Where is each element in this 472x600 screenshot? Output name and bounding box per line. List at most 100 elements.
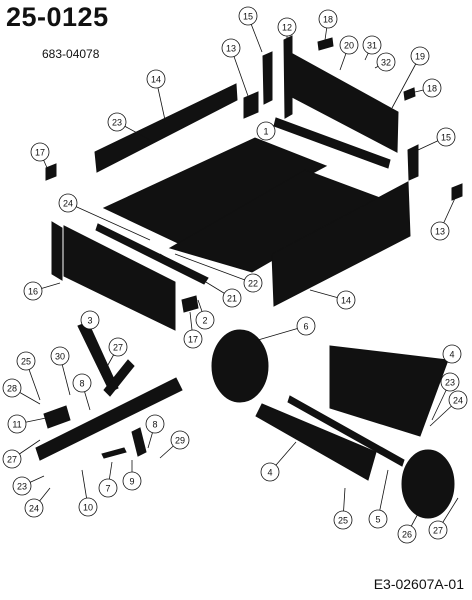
- callout-label: 23: [112, 118, 122, 128]
- callout-c23c: 23: [12, 475, 45, 496]
- callout-c8b: 8: [145, 414, 165, 449]
- callout-c1: 1: [256, 121, 276, 141]
- callout-bubble: [146, 69, 166, 89]
- callout-c14a: 14: [146, 69, 166, 121]
- callout-label: 4: [449, 350, 454, 360]
- callout-c14b: 14: [309, 289, 356, 310]
- corner-post: [262, 51, 273, 105]
- floor-board: [102, 137, 328, 245]
- callout-bubble: [256, 121, 276, 141]
- callout-label: 21: [227, 294, 237, 304]
- callout-bubble: [440, 372, 460, 392]
- callout-bubble: [7, 414, 27, 434]
- callout-c11: 11: [7, 414, 47, 434]
- callout-label: 22: [248, 279, 258, 289]
- callout-label: 23: [445, 378, 455, 388]
- callout-label: 15: [441, 133, 451, 143]
- callout-label: 8: [79, 379, 84, 389]
- wheel: [401, 449, 455, 519]
- callout-bubble: [80, 310, 100, 330]
- axle-rod: [287, 395, 405, 467]
- corner-bracket: [451, 183, 463, 201]
- corner-bracket: [243, 91, 259, 119]
- callout-bubble: [2, 449, 22, 469]
- bracket: [45, 163, 57, 181]
- callout-c32: 32: [374, 52, 396, 72]
- callout-label: 2: [202, 316, 207, 326]
- callout-label: 15: [243, 12, 253, 22]
- callout-c9: 9: [122, 460, 142, 491]
- callout-bubble: [107, 112, 127, 132]
- callout-label: 19: [415, 52, 425, 62]
- callout-label: 24: [63, 199, 73, 209]
- callout-c16: 16: [23, 281, 61, 301]
- spring-clip: [131, 427, 147, 457]
- callout-c5: 5: [368, 469, 389, 529]
- callout-label: 13: [226, 44, 236, 54]
- callout-bubble: [16, 351, 36, 371]
- callout-c2: 2: [195, 299, 215, 330]
- callout-c10: 10: [78, 469, 98, 517]
- callout-bubble: [23, 281, 43, 301]
- callout-c23b: 23: [431, 372, 460, 421]
- cross-rail: [95, 223, 209, 285]
- callout-bubble: [98, 478, 118, 498]
- callout-bubble: [195, 310, 215, 330]
- callout-c12: 12: [277, 17, 297, 40]
- wheel: [211, 329, 269, 403]
- callout-label: 14: [341, 296, 351, 306]
- callout-c27c: 27: [428, 497, 459, 540]
- callout-c26: 26: [397, 509, 421, 544]
- callout-c25a: 25: [16, 351, 41, 401]
- callout-bubble: [238, 6, 258, 26]
- callout-bubble: [410, 46, 430, 66]
- callout-label: 25: [338, 516, 348, 526]
- leader-line: [174, 253, 254, 284]
- callout-label: 4: [267, 468, 272, 478]
- callout-label: 16: [28, 287, 38, 297]
- callout-c22: 22: [174, 253, 263, 293]
- callout-bubble: [442, 344, 462, 364]
- callout-bubble: [243, 273, 263, 293]
- callout-bubble: [12, 476, 32, 496]
- diagram-code: E3-02607A-01: [373, 576, 464, 592]
- callout-label: 13: [435, 227, 445, 237]
- callout-bubble: [58, 193, 78, 213]
- callout-bubble: [376, 52, 396, 72]
- callout-c27b: 27: [2, 439, 41, 469]
- callout-bubble: [183, 329, 203, 349]
- callout-bubble: [78, 497, 98, 517]
- callout-bubble: [260, 462, 280, 482]
- fender-lower: [255, 403, 377, 481]
- callout-c3: 3: [80, 310, 100, 331]
- callout-bubble: [122, 471, 142, 491]
- callout-label: 17: [188, 335, 198, 345]
- callout-bubble: [24, 498, 44, 518]
- corner-post: [407, 144, 419, 181]
- callout-label: 27: [113, 343, 123, 353]
- callout-c27a: 27: [103, 337, 128, 373]
- callout-bubble: [362, 35, 382, 55]
- hitch-arm: [103, 359, 135, 397]
- callout-label: 6: [303, 322, 308, 332]
- callout-c19: 19: [391, 46, 430, 109]
- bracket-plate: [43, 405, 71, 429]
- callout-bubble: [145, 414, 165, 434]
- callout-c28: 28: [2, 378, 41, 405]
- callout-c24c: 24: [24, 487, 51, 518]
- callout-label: 26: [402, 530, 412, 540]
- side-panel-left: [51, 221, 63, 281]
- callout-label: 3: [87, 316, 92, 326]
- callout-bubble: [336, 290, 356, 310]
- leader-line: [391, 55, 421, 109]
- callout-label: 18: [323, 15, 333, 25]
- callout-label: 12: [282, 23, 292, 33]
- leader-line: [67, 202, 151, 241]
- callout-label: 7: [105, 484, 110, 494]
- callout-bubble: [339, 35, 359, 55]
- callout-c24b: 24: [429, 390, 468, 427]
- callout-c6: 6: [257, 316, 316, 341]
- callout-bubble: [50, 346, 70, 366]
